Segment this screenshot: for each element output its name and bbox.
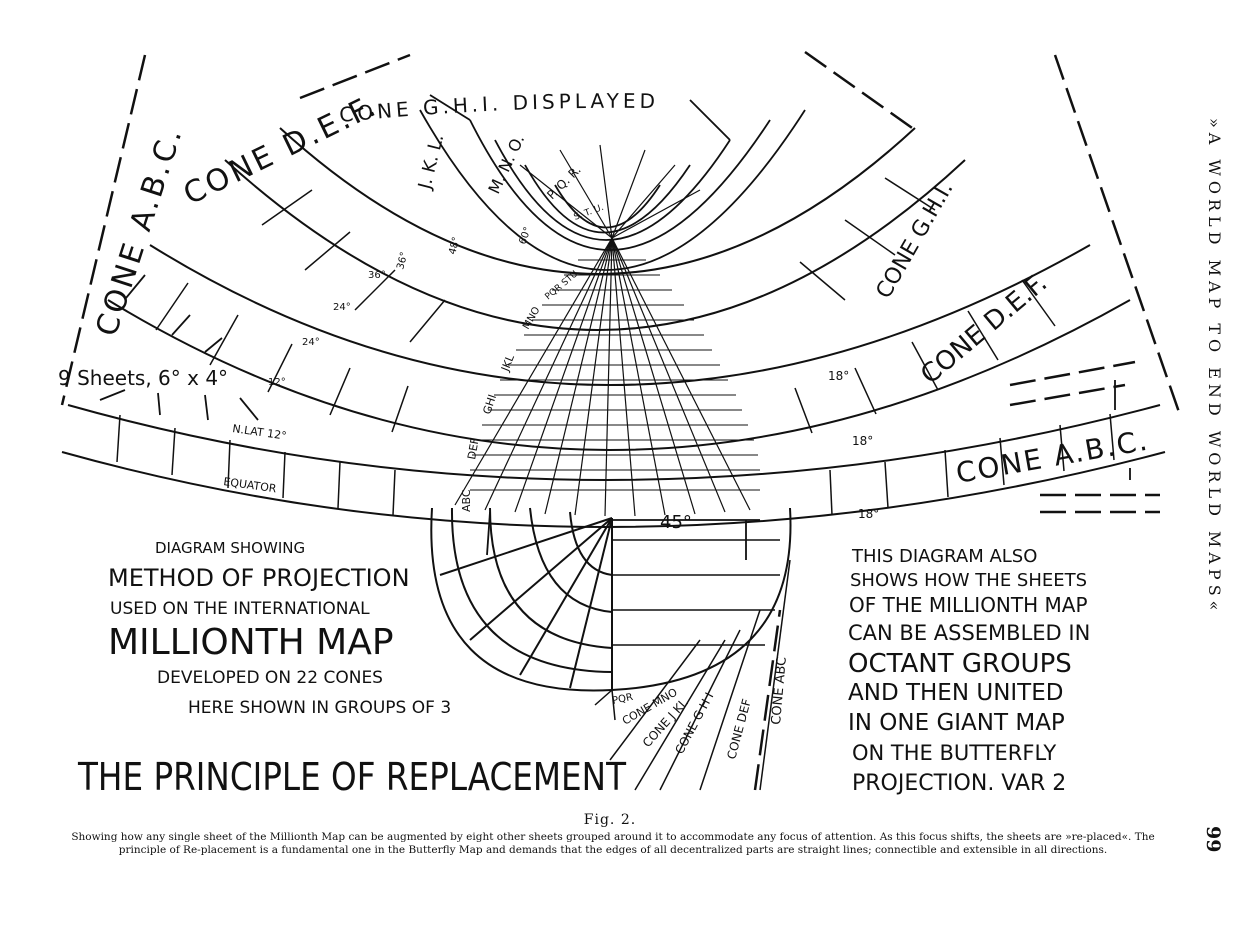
figure-caption: Showing how any single sheet of the Mill… bbox=[71, 831, 1155, 856]
right-line-9: PROJECTION. VAR 2 bbox=[852, 771, 1066, 796]
left-line-3: USED ON THE INTERNATIONAL bbox=[110, 599, 370, 619]
cone-def-band bbox=[107, 244, 1131, 451]
right-text-block: THIS DIAGRAM ALSO SHOWS HOW THE SHEETS O… bbox=[848, 546, 1090, 796]
octant-grid bbox=[470, 259, 760, 491]
deg-18c-label: 18° bbox=[858, 507, 879, 521]
deg-18a-label: 18° bbox=[828, 369, 849, 383]
band-abc-label: ABC bbox=[460, 489, 473, 512]
deg-60-label: 60° bbox=[517, 226, 533, 246]
cone-ghi-right-label: CONE G.H.I. bbox=[872, 177, 959, 303]
left-line-2: METHOD OF PROJECTION bbox=[108, 564, 410, 592]
left-line-6: HERE SHOWN IN GROUPS OF 3 bbox=[188, 698, 451, 718]
band-pqr-label: PQR STU bbox=[544, 269, 581, 302]
deg-12-label: 12° bbox=[268, 377, 286, 388]
band-ghi-label: GHI bbox=[480, 393, 499, 416]
right-line-6: AND THEN UNITED bbox=[848, 680, 1063, 706]
deg-36b-label: 36° bbox=[395, 251, 410, 271]
fan-abc-label: CONE ABC bbox=[769, 656, 790, 725]
cone-jkl-label: J. K. L. bbox=[414, 132, 448, 192]
right-line-8: ON THE BUTTERFLY bbox=[852, 741, 1056, 765]
fan-def-label: CONE DEF bbox=[724, 697, 754, 761]
main-title: THE PRINCIPLE OF REPLACEMENT bbox=[77, 755, 627, 799]
right-line-1: THIS DIAGRAM ALSO bbox=[851, 546, 1037, 567]
annotations: 9 Sheets, 6° x 4° N.LAT 12° EQUATOR 45° … bbox=[58, 226, 879, 533]
deg-18b-label: 18° bbox=[852, 434, 873, 448]
left-line-1: DIAGRAM SHOWING bbox=[155, 539, 305, 557]
right-line-5: OCTANT GROUPS bbox=[848, 649, 1072, 679]
page-number: 99 bbox=[1202, 826, 1224, 853]
cone-ghi-band bbox=[224, 127, 966, 331]
cone-pqr-label: P. Q. R. bbox=[544, 163, 583, 202]
deg-24-label: 24° bbox=[302, 337, 320, 348]
arrows bbox=[99, 274, 1131, 560]
cone-ghi-top-label: CONE G.H.I. DISPLAYED bbox=[338, 89, 659, 127]
deg-24b-label: 24° bbox=[333, 302, 351, 313]
right-line-7: IN ONE GIANT MAP bbox=[848, 710, 1065, 736]
figure-label: Fig. 2. bbox=[583, 812, 637, 828]
angle-label: 45° bbox=[660, 512, 692, 533]
fan-pqr-label: PQR bbox=[611, 692, 634, 707]
southern-grid-right bbox=[612, 539, 780, 646]
deg-48-label: 48° bbox=[447, 236, 462, 256]
band-cells bbox=[116, 177, 1115, 516]
cone-ghi-top-text: CONE G.H.I. DISPLAYED bbox=[338, 89, 655, 127]
nlat-label: N.LAT 12° bbox=[232, 422, 288, 442]
right-line-4: CAN BE ASSEMBLED IN bbox=[848, 621, 1090, 645]
right-line-3: OF THE MILLIONTH MAP bbox=[849, 593, 1088, 617]
side-running-title: »A WORLD MAP TO END WORLD MAPS« bbox=[1205, 118, 1224, 616]
left-line-4: MILLIONTH MAP bbox=[108, 622, 394, 663]
band-mno-label: MNO bbox=[521, 305, 543, 331]
left-line-5: DEVELOPED ON 22 CONES bbox=[157, 668, 383, 688]
band-def-label: DEF bbox=[465, 437, 482, 461]
left-text-block: DIAGRAM SHOWING METHOD OF PROJECTION USE… bbox=[77, 539, 627, 799]
cone-mno-label: M. N. O. bbox=[484, 131, 528, 196]
dashed-guides bbox=[60, 50, 1182, 791]
right-line-2: SHOWS HOW THE SHEETS bbox=[850, 570, 1087, 591]
sheets-annotation: 9 Sheets, 6° x 4° bbox=[58, 366, 228, 390]
southern-semicircle bbox=[430, 507, 792, 692]
deg-36-label: 36° bbox=[368, 270, 386, 281]
band-jkl-label: JKL bbox=[498, 352, 517, 374]
cone-fan bbox=[594, 559, 791, 791]
meridian-lines bbox=[454, 144, 751, 517]
